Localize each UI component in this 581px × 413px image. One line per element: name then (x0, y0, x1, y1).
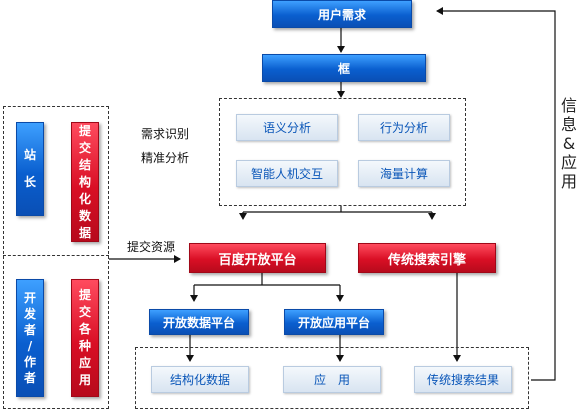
webmaster-node: 站 长 (16, 122, 44, 216)
open-app-platform-node: 开放应用平台 (284, 309, 384, 335)
char: / (27, 339, 33, 353)
char: 数 (78, 208, 91, 223)
mass-computing-node: 海量计算 (358, 160, 450, 187)
submit-resources-label: 提交资源 (127, 240, 176, 254)
ai-interaction-node: 智能人机交互 (236, 160, 338, 187)
char: 者 (23, 371, 36, 385)
char: 开 (23, 291, 36, 305)
char: 信 (560, 95, 577, 115)
char: 提 (78, 123, 91, 138)
char: 构 (78, 174, 91, 189)
traditional-search-engine-node: 传统搜索引擎 (358, 243, 496, 273)
char: 发 (23, 307, 36, 321)
char: & (562, 133, 576, 153)
char: 交 (78, 140, 91, 155)
submit-structured-node: 提 交 结 构 化 数 据 (71, 122, 99, 242)
char: 用 (78, 373, 91, 387)
char: 息 (560, 114, 577, 134)
char: 作 (23, 355, 36, 369)
behavior-analysis-node: 行为分析 (358, 114, 450, 141)
open-data-platform-node: 开放数据平台 (149, 309, 249, 335)
frame-node: 框 (262, 54, 426, 82)
char: 种 (78, 339, 91, 353)
results-group (135, 347, 529, 409)
char: 用 (560, 171, 577, 191)
info-and-apps-label: 信 息 & 应 用 (559, 95, 579, 191)
contributors-divider (3, 255, 109, 256)
char: 交 (78, 305, 91, 319)
char: 据 (78, 225, 91, 240)
webmaster-char: 长 (23, 175, 36, 189)
developer-node: 开 发 者 / 作 者 (16, 279, 44, 397)
char: 者 (23, 323, 36, 337)
char: 化 (78, 191, 91, 206)
webmaster-char: 站 (23, 148, 36, 162)
char: 结 (78, 157, 91, 172)
structured-data-node: 结构化数据 (151, 366, 249, 393)
contributors-group (3, 106, 109, 409)
char: 应 (78, 356, 91, 370)
char: 提 (78, 288, 91, 302)
semantic-analysis-node: 语义分析 (236, 114, 338, 141)
traditional-search-results-node: 传统搜索结果 (414, 366, 512, 393)
user-needs-node: 用户需求 (272, 0, 412, 28)
submit-apps-node: 提 交 各 种 应 用 (71, 279, 99, 397)
char: 各 (78, 322, 91, 336)
analysis-group (219, 98, 466, 206)
apps-node: 应 用 (283, 366, 381, 393)
baidu-open-platform-node: 百度开放平台 (189, 243, 326, 273)
need-identify-label: 需求识别 (141, 127, 190, 141)
precise-analysis-label: 精准分析 (141, 151, 190, 165)
char: 应 (560, 152, 577, 172)
